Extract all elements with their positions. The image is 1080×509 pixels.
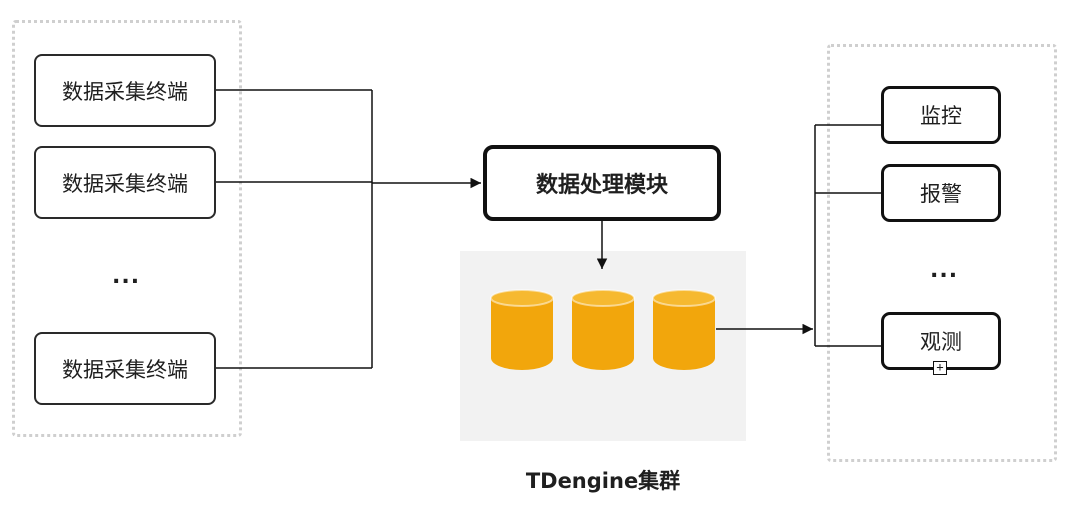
source-terminal-2: 数据采集终端 xyxy=(34,146,216,219)
source-group xyxy=(12,20,242,437)
sink-alarm: 报警 xyxy=(881,164,1001,222)
sink-monitor: 监控 xyxy=(881,86,1001,144)
cluster-label: TDengine集群 xyxy=(525,469,681,493)
source-terminal-3-label: 数据采集终端 xyxy=(62,357,188,382)
sink-observe-label: 观测 xyxy=(920,330,962,354)
processing-module-label: 数据处理模块 xyxy=(535,173,668,198)
sink-ellipsis: ... xyxy=(930,258,959,283)
plus-box-icon[interactable]: + xyxy=(933,361,947,375)
sink-group xyxy=(827,44,1057,462)
source-ellipsis: ... xyxy=(112,264,141,289)
source-terminal-1-label: 数据采集终端 xyxy=(62,79,188,104)
sink-observe: 观测 xyxy=(881,312,1001,370)
source-terminal-1: 数据采集终端 xyxy=(34,54,216,127)
source-terminal-2-label: 数据采集终端 xyxy=(62,171,188,196)
database-icon-3 xyxy=(652,289,716,370)
database-icon-1 xyxy=(490,289,554,370)
source-terminal-3: 数据采集终端 xyxy=(34,332,216,405)
database-icon-2 xyxy=(571,289,635,370)
sink-monitor-label: 监控 xyxy=(920,104,962,128)
processing-module: 数据处理模块 xyxy=(483,145,721,221)
sink-alarm-label: 报警 xyxy=(920,182,962,206)
